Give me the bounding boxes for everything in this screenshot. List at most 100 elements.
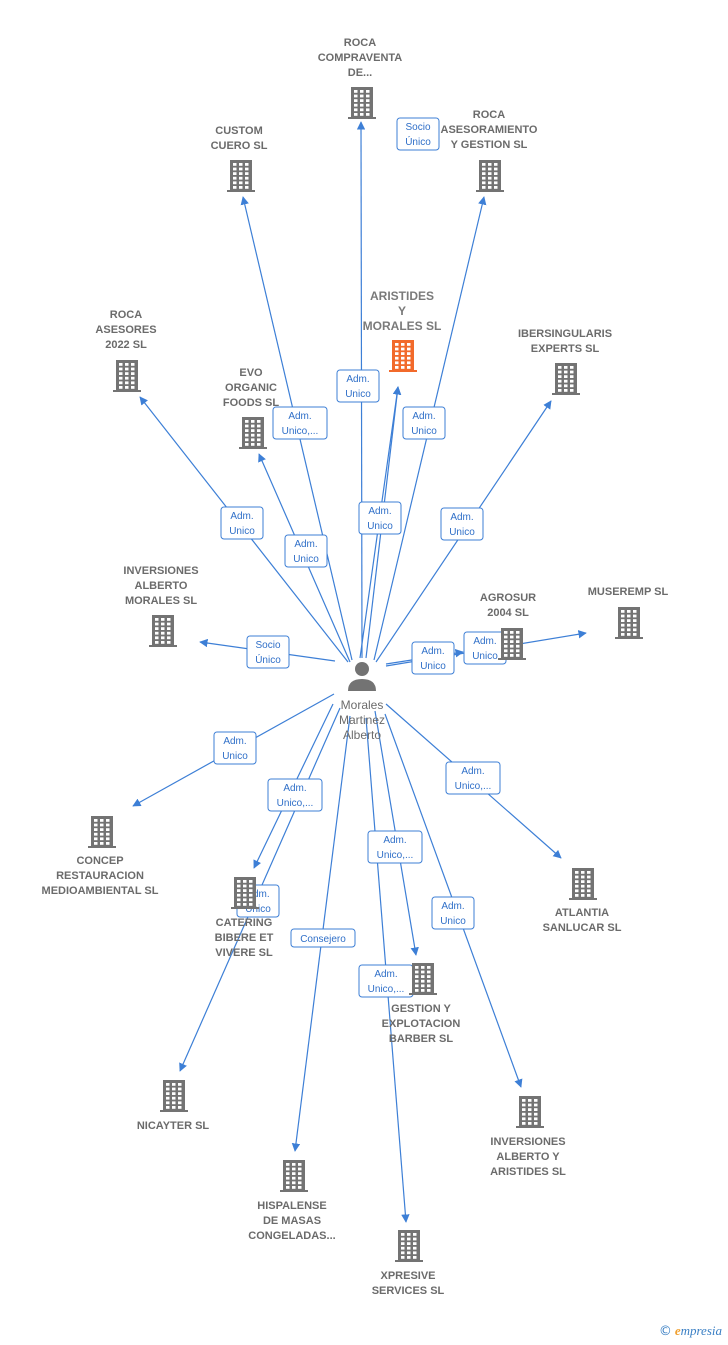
edge-label-text: Único	[255, 653, 281, 666]
company-name-line: ORGANIC	[225, 382, 277, 394]
edge-label-badge[interactable]: Adm.Unico	[213, 731, 257, 765]
edge-label-text: Unico	[472, 651, 498, 662]
building-icon[interactable]	[239, 417, 267, 449]
company-node-nicayter[interactable]: NICAYTER SL	[137, 1080, 210, 1132]
company-name-line: ARISTIDES	[370, 289, 434, 303]
company-name-line: MUSEREMP SL	[588, 586, 669, 598]
edge-label-text: Adm.	[421, 646, 444, 657]
edge-label-text: Único	[405, 135, 431, 148]
building-icon[interactable]	[227, 160, 255, 192]
edge-label-badge[interactable]: Adm.Unico,...	[445, 761, 501, 795]
edge-label-text: Unico,...	[277, 798, 314, 809]
building-icon[interactable]	[389, 340, 417, 372]
building-icon[interactable]	[149, 615, 177, 647]
building-icon[interactable]	[88, 816, 116, 848]
edge-label-text: Unico	[367, 521, 393, 532]
company-name-line: EVO	[239, 367, 263, 379]
building-icon[interactable]	[569, 868, 597, 900]
edge-label-badge[interactable]: Adm.Unico,...	[367, 830, 423, 864]
building-icon[interactable]	[395, 1230, 423, 1262]
company-node-museremp[interactable]: MUSEREMP SL	[588, 586, 669, 639]
edge-label-text: Unico,...	[377, 850, 414, 861]
edge-label-text: Socio	[255, 640, 280, 651]
edge-label-badge[interactable]: Adm.Unico	[284, 534, 328, 568]
copyright-symbol: ©	[658, 1324, 672, 1339]
company-node-roca-compraventa[interactable]: ROCACOMPRAVENTADE...	[318, 37, 403, 119]
company-name-line: SERVICES SL	[372, 1285, 445, 1297]
company-name-line: CUSTOM	[215, 125, 262, 137]
company-name-line: ROCA	[344, 37, 376, 49]
edge-label-badge[interactable]: Adm.Unico	[402, 406, 446, 440]
building-icon[interactable]	[498, 628, 526, 660]
edge-label-badge[interactable]: Adm.Unico	[220, 506, 264, 540]
edge-label-badge[interactable]: Adm.Unico,...	[358, 964, 414, 998]
building-icon[interactable]	[409, 963, 437, 995]
edge-label-badge[interactable]: Consejero	[290, 928, 356, 948]
edge-label-text: Unico	[245, 904, 271, 915]
company-node-atlantia[interactable]: ATLANTIA SANLUCAR SL	[543, 868, 622, 934]
company-name-line: RESTAURACION	[56, 870, 144, 882]
edge-label-text: Unico	[222, 751, 248, 762]
building-icon[interactable]	[280, 1160, 308, 1192]
building-icon[interactable]	[552, 363, 580, 395]
edge-label-badge[interactable]: Adm.Unico	[440, 507, 484, 541]
edge-label-text: Adm.	[473, 636, 496, 647]
edge-label-badge[interactable]: Adm.Unico,...	[267, 778, 323, 812]
company-name-line: Y	[398, 304, 406, 318]
edge-label-text: Adm.	[441, 901, 464, 912]
company-name-line: MORALES SL	[363, 319, 442, 333]
edge-label-badge[interactable]: Adm.Unico	[411, 641, 455, 675]
edge-label-badge[interactable]: Adm.Unico,...	[272, 406, 328, 440]
person-icon[interactable]	[348, 662, 376, 691]
company-name-line: ATLANTIA	[555, 907, 609, 919]
edge-label-text: Adm.	[230, 511, 253, 522]
edge-label-badge[interactable]: Adm. Unico	[358, 501, 402, 535]
edge-label-text: Unico	[293, 554, 319, 565]
company-name-line: MEDIOAMBIENTAL SL	[42, 885, 159, 897]
edge-label-text: Unico	[440, 916, 466, 927]
company-name-line: DE...	[348, 67, 372, 79]
edge-label-text: Unico	[345, 389, 371, 400]
edge-label-badge[interactable]: Adm.Unico	[336, 369, 380, 403]
edge-label-text: Socio	[405, 122, 430, 133]
building-icon[interactable]	[476, 160, 504, 192]
edge-labels-layer: SocioÚnicoAdm.Unico,...Adm.UnicoAdm.Unic…	[213, 117, 507, 998]
building-icon[interactable]	[160, 1080, 188, 1112]
company-node-concep[interactable]: CONCEP RESTAURACION MEDIOAMBIENTAL SL	[42, 816, 159, 897]
logo-text: mpresia	[680, 1323, 722, 1338]
edge-label-text: Adm.	[368, 506, 391, 517]
company-name-line: DE MASAS	[263, 1215, 321, 1227]
company-name-line: SANLUCAR SL	[543, 922, 622, 934]
edge-label-text: Unico	[449, 527, 475, 538]
company-name-line: ROCA	[110, 309, 142, 321]
building-icon[interactable]	[516, 1096, 544, 1128]
edge-label-text: Consejero	[300, 934, 346, 945]
company-name-line: CONCEP	[76, 855, 123, 867]
building-icon[interactable]	[348, 87, 376, 119]
building-icon[interactable]	[615, 607, 643, 639]
company-name-line: INVERSIONES	[123, 565, 198, 577]
edge-label-badge[interactable]: Adm. Unico	[431, 896, 475, 930]
building-icon[interactable]	[113, 360, 141, 392]
building-icon[interactable]	[231, 877, 259, 909]
edge-label-text: Adm.	[288, 411, 311, 422]
company-name-line: ARISTIDES SL	[490, 1166, 566, 1178]
